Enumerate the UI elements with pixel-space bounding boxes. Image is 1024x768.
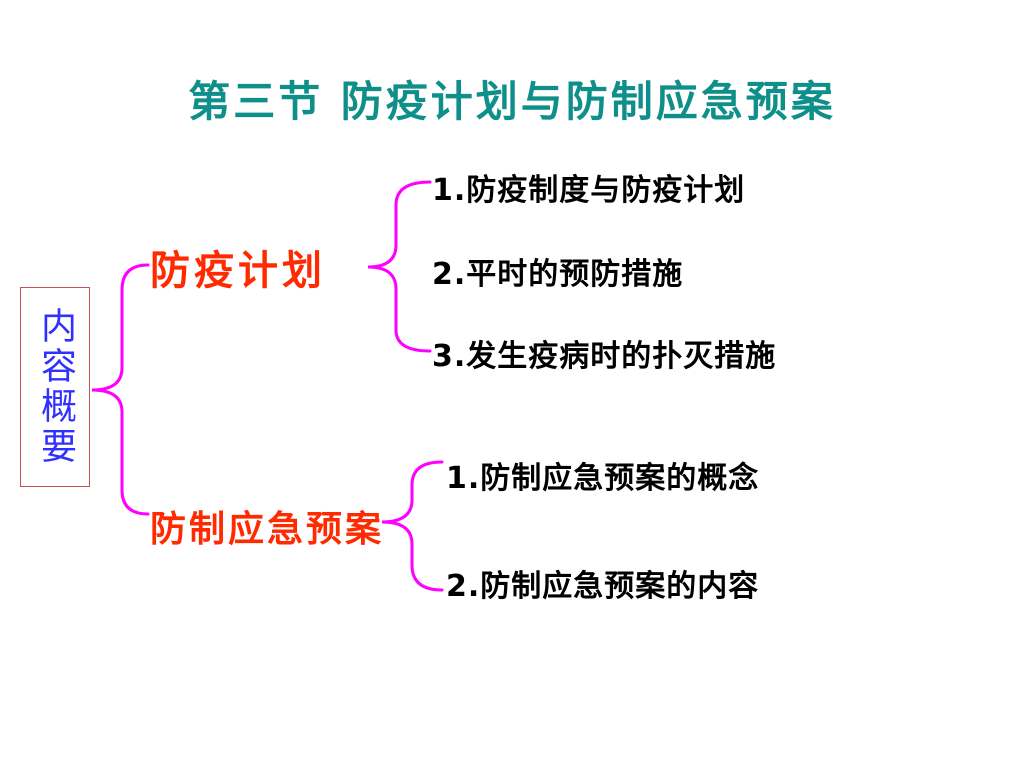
branch1-item-3: 3.发生疫病时的扑灭措施 — [432, 339, 777, 374]
branch2-item-2: 2.防制应急预案的内容 — [446, 569, 760, 604]
page-title: 第三节 防疫计划与防制应急预案 — [188, 77, 836, 126]
branch1-item-2: 2.平时的预防措施 — [432, 257, 684, 292]
root-node-label: 内容概要 — [35, 307, 76, 467]
root-node-box: 内容概要 — [20, 287, 90, 487]
branch-label-epidemic-plan: 防疫计划 — [150, 247, 326, 294]
branch1-item-1: 1.防疫制度与防疫计划 — [432, 173, 746, 208]
root-bracket — [91, 263, 150, 516]
branch-label-emergency-plan: 防制应急预案 — [150, 508, 385, 550]
branch2-bracket — [381, 460, 444, 592]
branch2-item-1: 1.防制应急预案的概念 — [446, 461, 760, 496]
branch1-bracket — [367, 180, 432, 353]
